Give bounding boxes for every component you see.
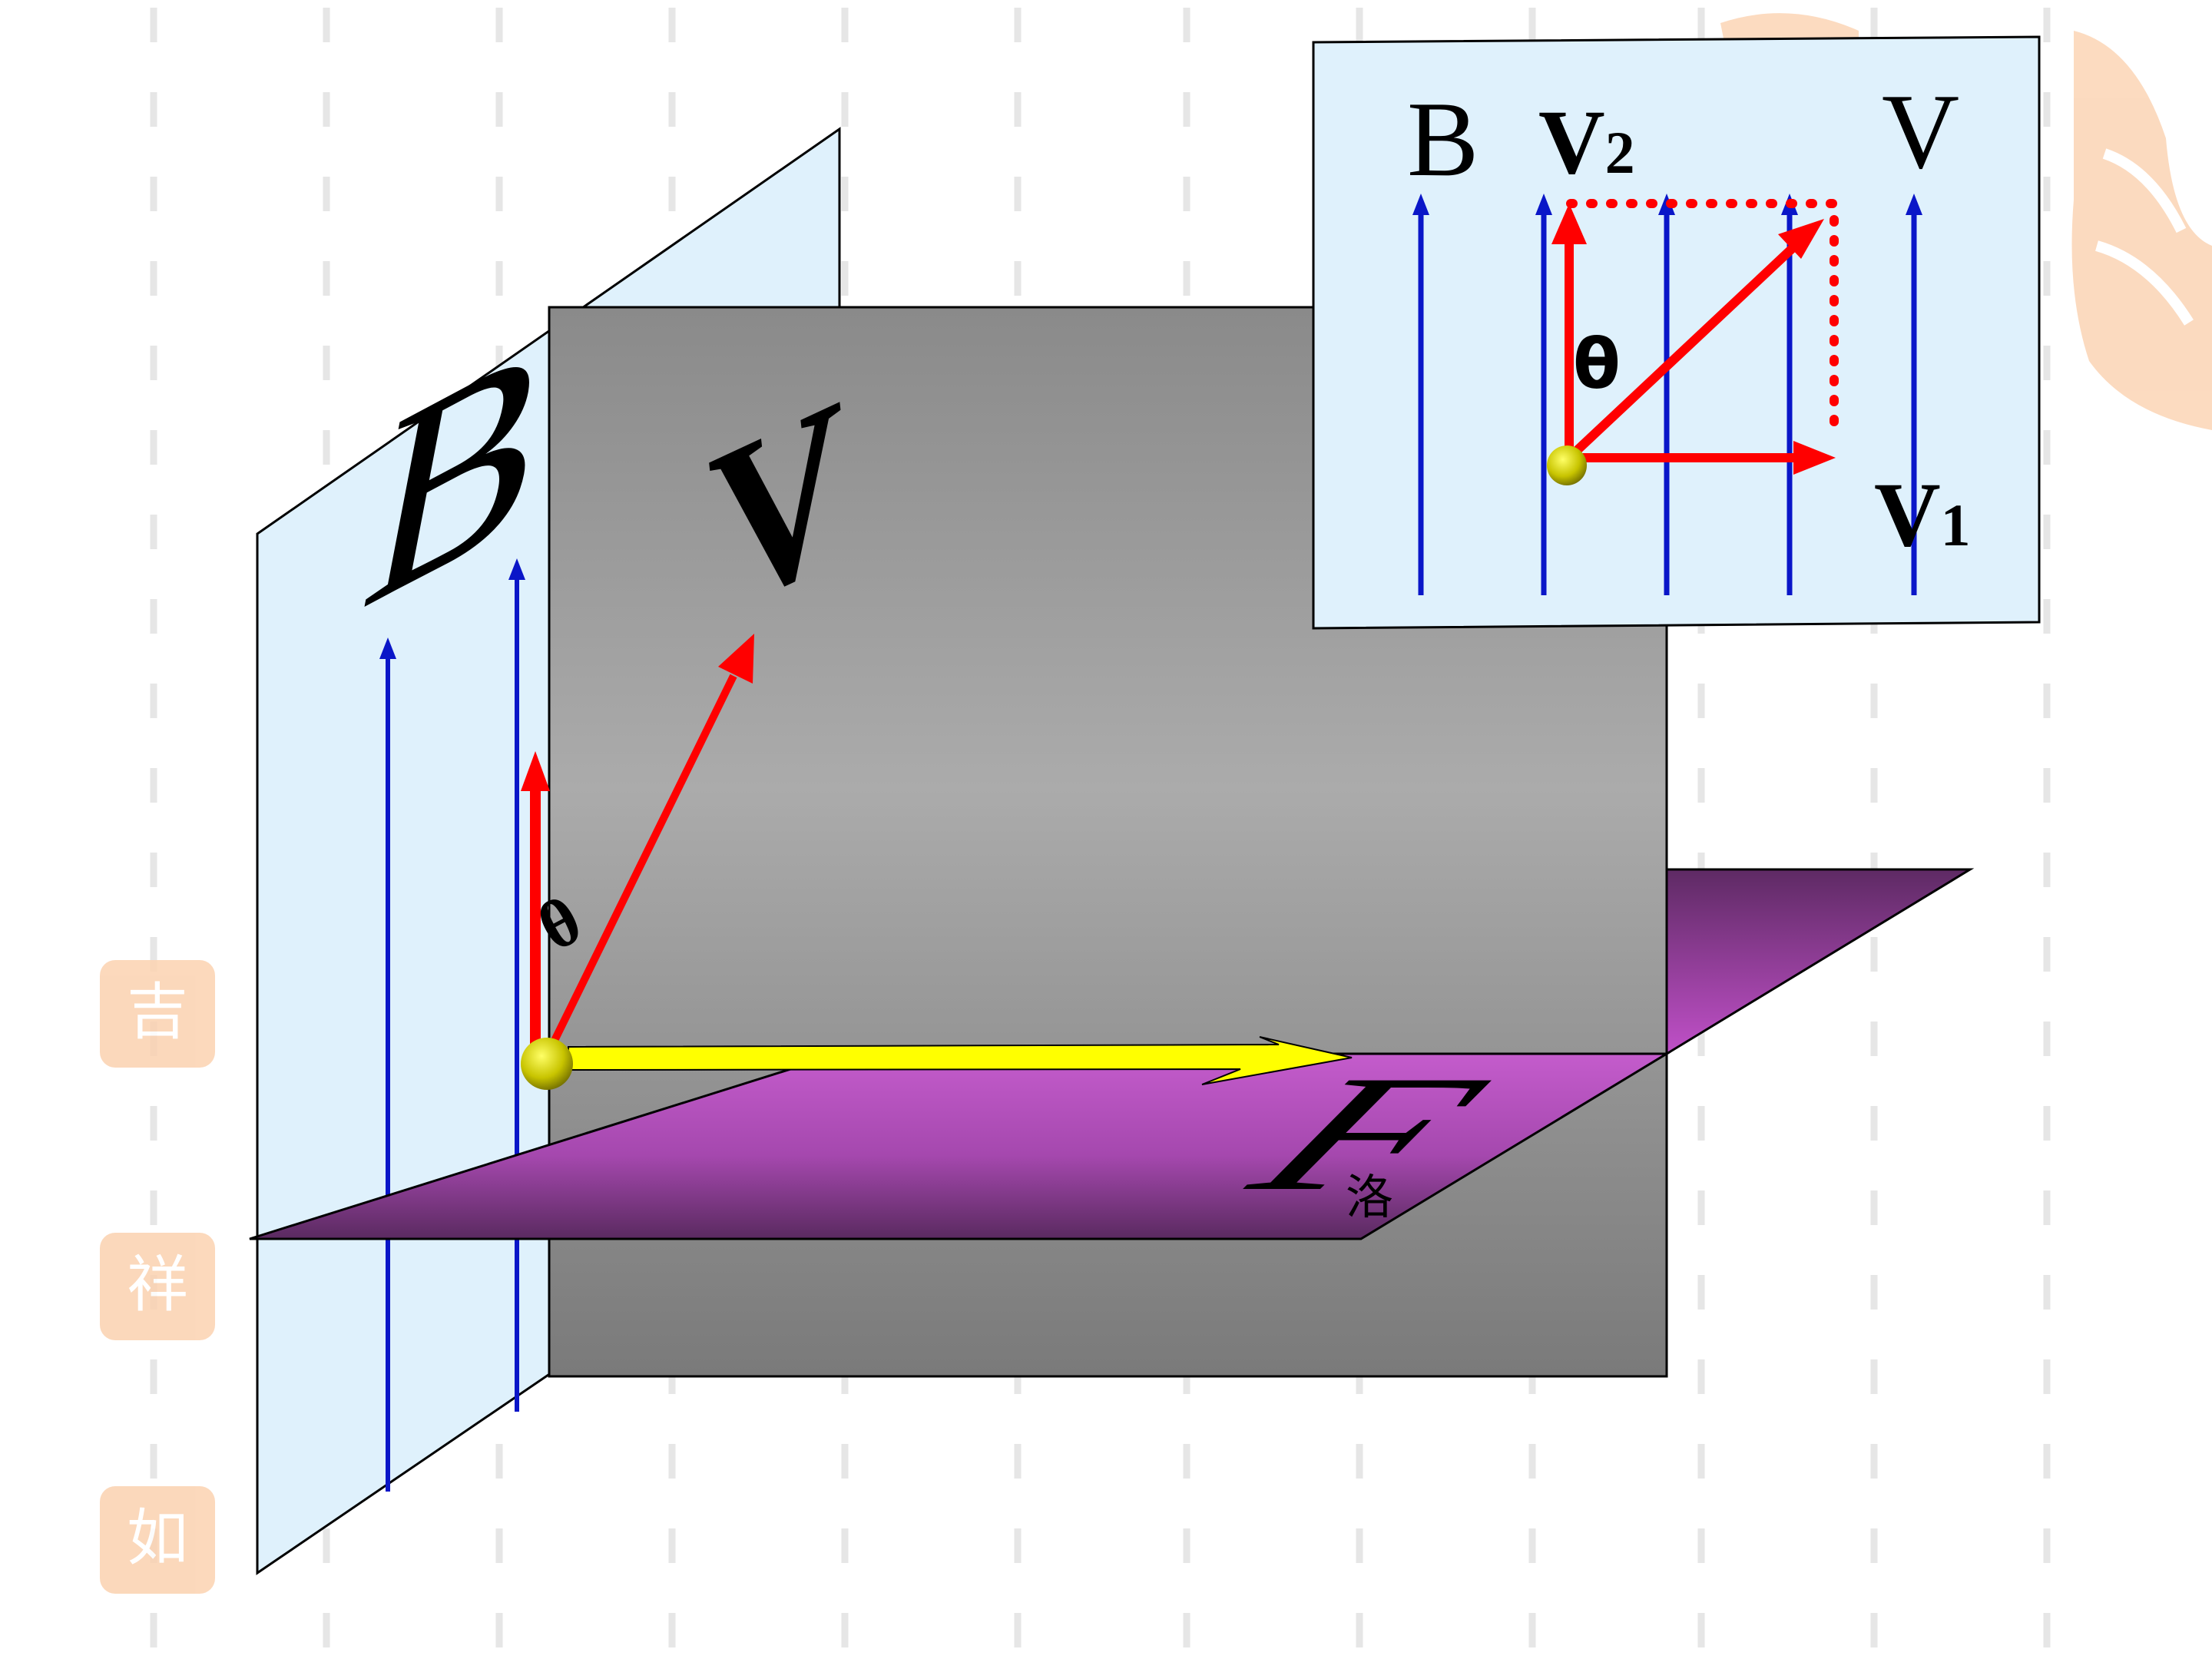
inset-v2-arrowhead (1551, 204, 1587, 244)
horizontal-plane-back (1665, 868, 1975, 1056)
inset-v1-letter: V (1874, 463, 1941, 565)
inset-component-guide (1566, 199, 1839, 439)
force-label-subscript: 洛 (1346, 1172, 1393, 1224)
inset-v-arrowhead (1778, 219, 1824, 259)
velocity-vector (543, 674, 737, 1058)
inset-v1-label: V1 (1874, 463, 1971, 565)
inset-v2-label: V2 (1538, 91, 1635, 193)
inset-v1-arrowhead (1793, 441, 1836, 475)
velocity-vertical-arrowhead (521, 751, 550, 791)
seal-watermark: 吉 (100, 960, 215, 1068)
inset-field-lines (1412, 194, 1922, 595)
inset-v-vector (1565, 243, 1797, 462)
seal-watermark: 如 (100, 1486, 215, 1594)
inset-background (1312, 35, 2041, 630)
inset-angle-label: θ (1573, 324, 1621, 405)
seal-glyph: 吉 (127, 979, 188, 1047)
field-line-arrowhead (379, 637, 396, 659)
field-line-arrowhead (508, 558, 525, 580)
inset-v2-subscript: 2 (1605, 119, 1635, 186)
inset-v-label: V (1882, 72, 1959, 191)
inset-field-label: B (1407, 80, 1479, 199)
inset-v1-subscript: 1 (1941, 492, 1971, 558)
charged-particle (521, 1038, 573, 1090)
seal-watermark: 祥 (100, 1233, 215, 1340)
velocity-vector-arrowhead (718, 634, 754, 684)
inset-panel: B V2 V V1 θ (1312, 35, 2041, 630)
horizontal-plane (249, 1052, 1671, 1240)
seal-glyph: 如 (127, 1505, 188, 1573)
inset-v2-letter: V (1538, 91, 1605, 193)
force-vector (568, 1036, 1353, 1085)
inset-particle (1547, 445, 1587, 485)
seal-glyph: 祥 (127, 1252, 188, 1320)
